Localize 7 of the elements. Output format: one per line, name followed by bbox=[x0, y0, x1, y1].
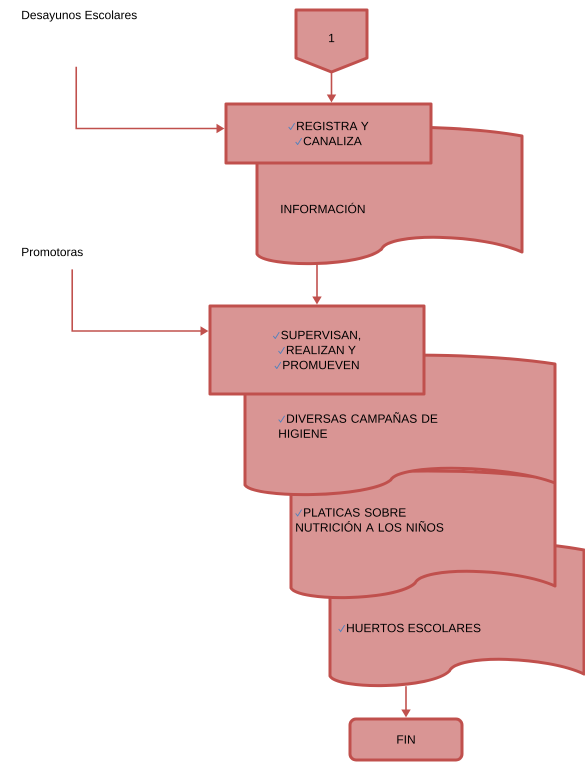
connector-pentagon: 1 bbox=[294, 8, 368, 74]
process-box: REGISTRA Y CANALIZA bbox=[224, 102, 432, 164]
node-label: HUERTOS ESCOLARES bbox=[347, 624, 480, 632]
label-text: Promotoras bbox=[22, 248, 83, 256]
terminal-box: FIN bbox=[348, 718, 464, 762]
process-box: SUPERVISAN, REALIZAN Y PROMUEVEN bbox=[208, 304, 426, 396]
label-text: Desayunos Escolares bbox=[22, 10, 137, 22]
